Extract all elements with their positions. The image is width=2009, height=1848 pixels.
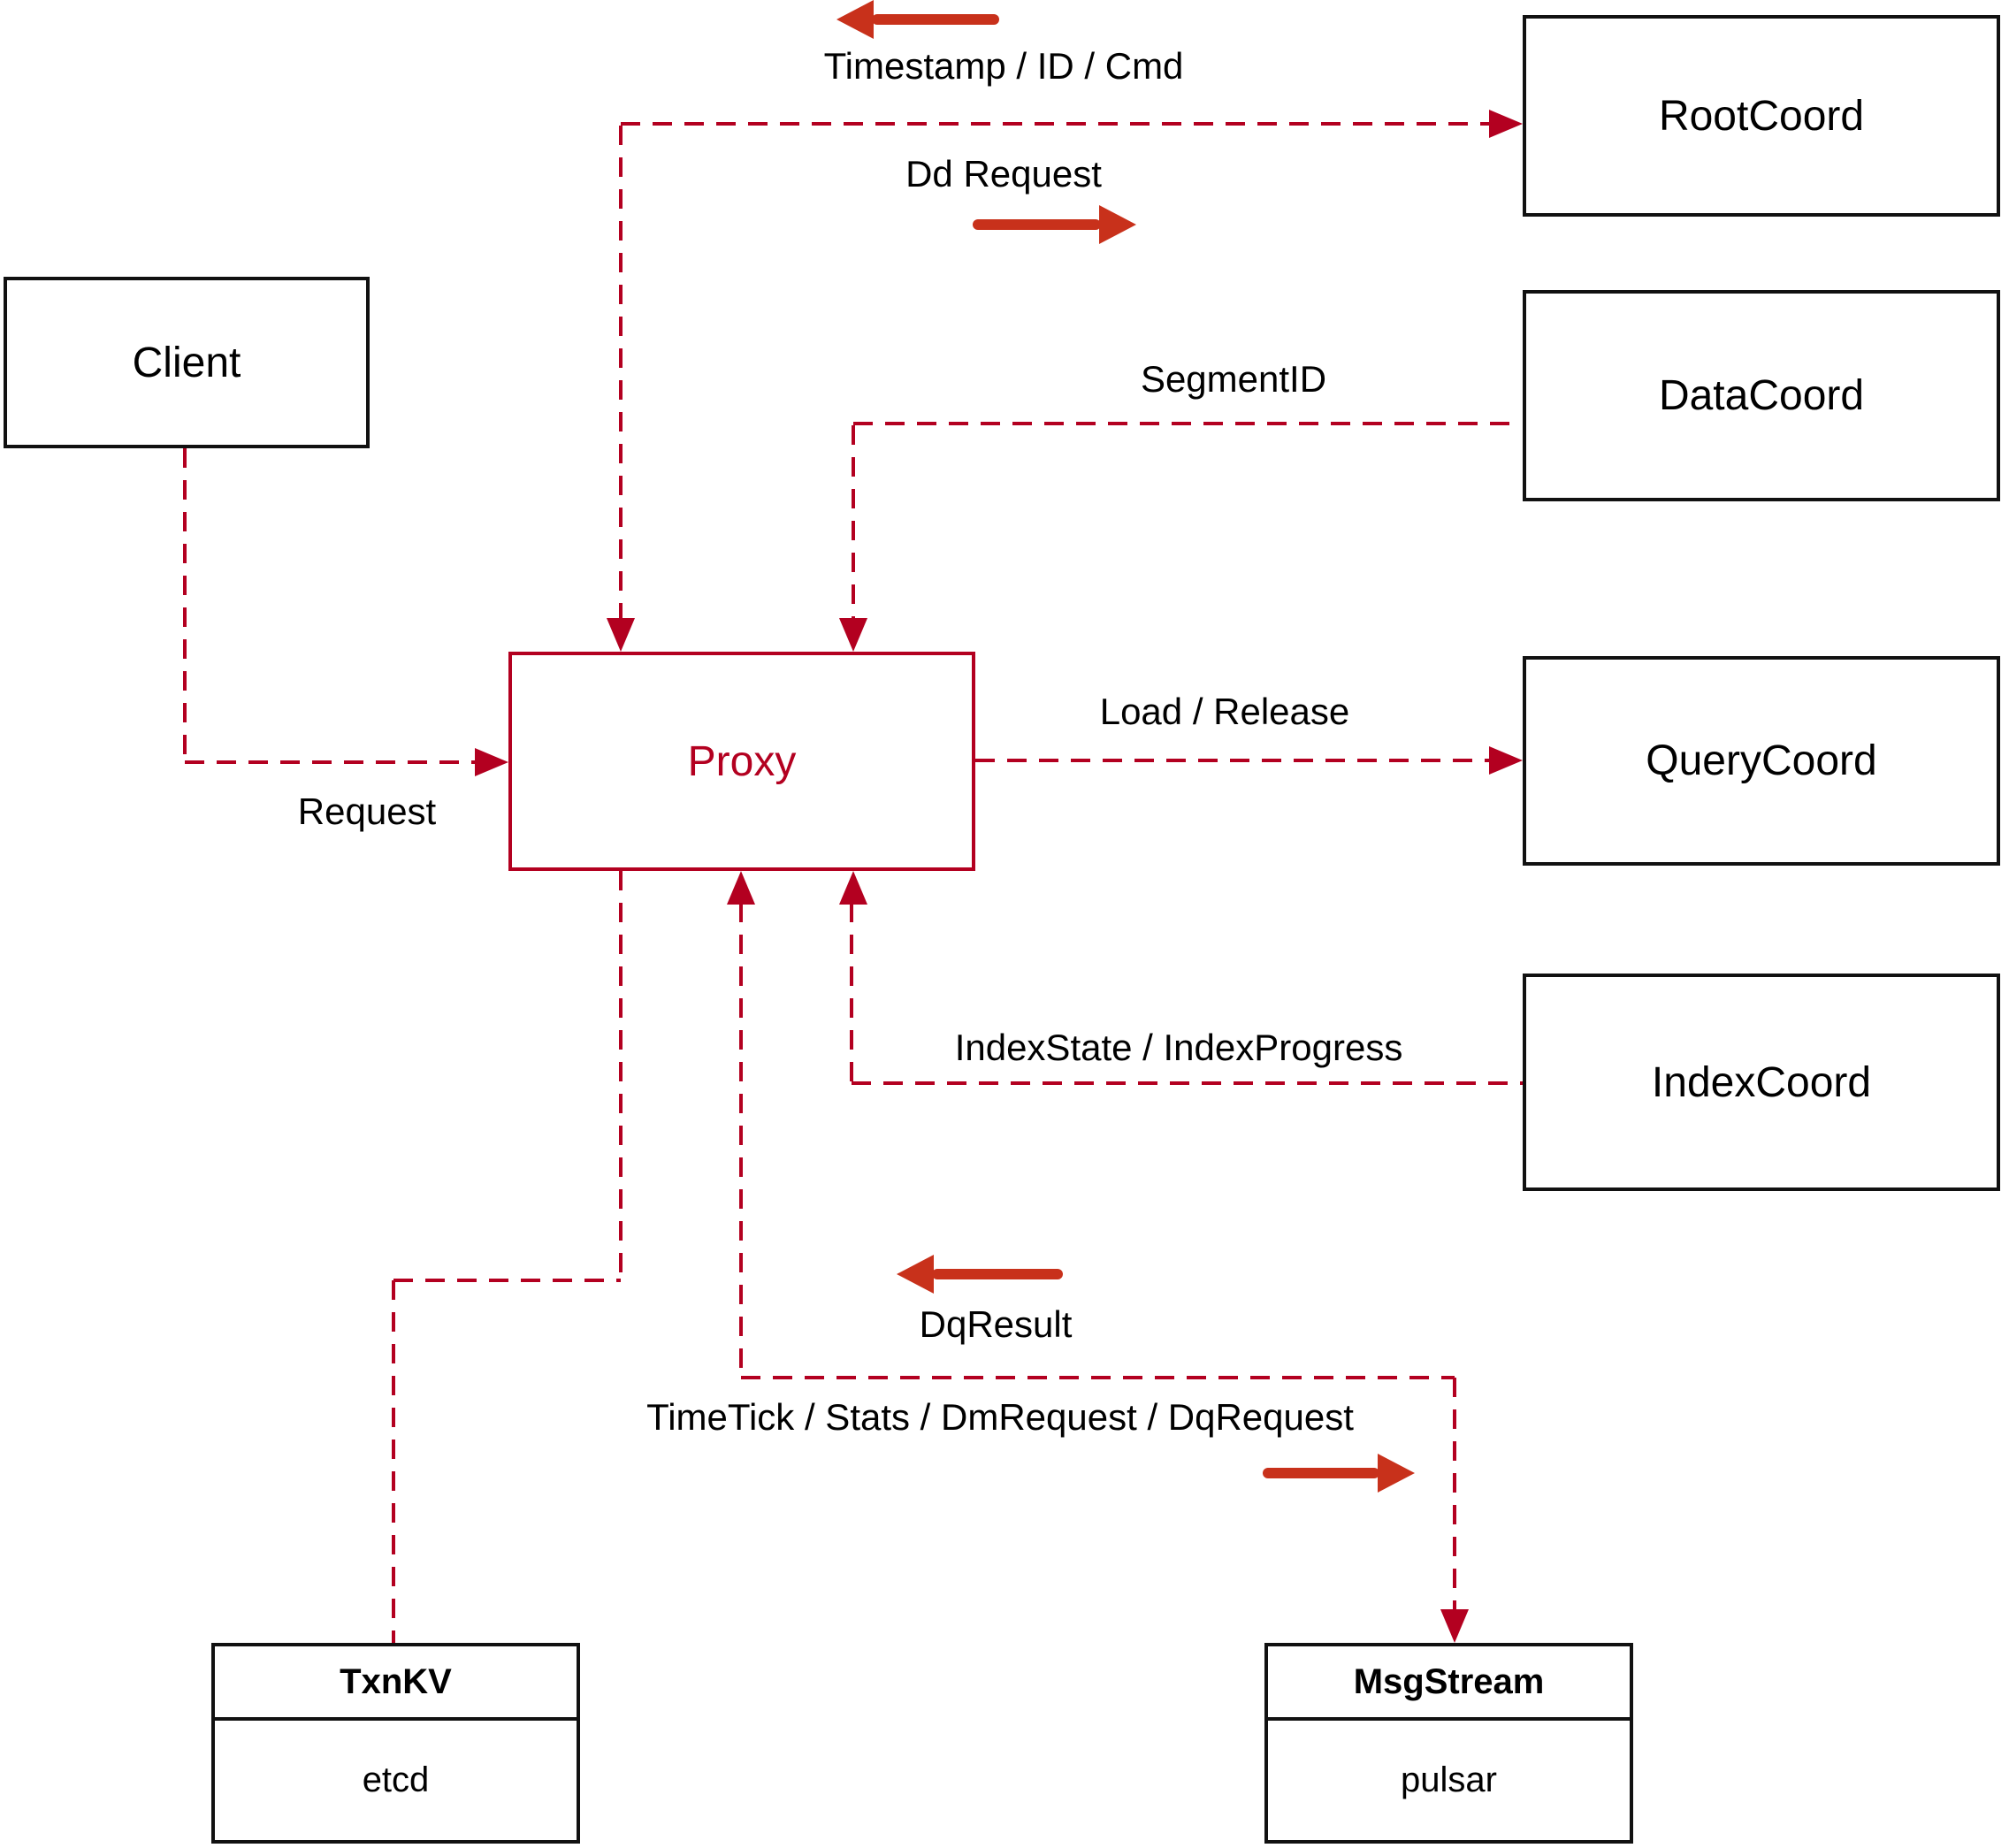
- node-querycoord-label: QueryCoord: [1646, 737, 1877, 784]
- node-querycoord: QueryCoord: [1523, 656, 2000, 866]
- node-indexcoord: IndexCoord: [1523, 974, 2000, 1191]
- edge-label-dd-request: Dd Request: [905, 153, 1102, 195]
- edge-indexcoord-proxy-vertical: [850, 903, 853, 1083]
- arrowhead-into-msgstream: [1440, 1609, 1469, 1643]
- arrowhead-into-proxy-bottom-right: [839, 871, 867, 905]
- edge-proxy-msgstream-vertical-upper: [739, 903, 743, 1378]
- direction-arrow-timetick-icon: [1378, 1454, 1415, 1493]
- edge-proxy-txnkv-horizontal: [393, 1279, 621, 1282]
- node-rootcoord-label: RootCoord: [1658, 92, 1865, 140]
- edge-proxy-msgstream-vertical-lower: [1453, 1378, 1456, 1611]
- node-msgstream: MsgStream pulsar: [1264, 1643, 1633, 1844]
- edge-proxy-rootcoord-vertical: [619, 126, 623, 620]
- edge-label-request: Request: [297, 790, 437, 832]
- edge-label-dq-result: DqResult: [919, 1303, 1073, 1345]
- node-msgstream-impl: pulsar: [1401, 1760, 1497, 1799]
- edge-datacoord-proxy-horizontal: [853, 422, 1521, 425]
- arrowhead-into-proxy-top-left: [607, 618, 635, 652]
- direction-arrow-left-icon: [836, 0, 874, 39]
- edge-label-timetick-stats: TimeTick / Stats / DmRequest / DqRequest: [646, 1396, 1354, 1438]
- node-datacoord: DataCoord: [1523, 290, 2000, 501]
- edge-proxy-txnkv-vertical-lower: [392, 1280, 395, 1643]
- direction-arrow-dqresult-icon: [897, 1255, 934, 1294]
- node-client-label: Client: [132, 339, 241, 386]
- direction-arrow-right-icon: [1099, 205, 1136, 244]
- edge-client-proxy-horizontal: [185, 760, 477, 764]
- node-indexcoord-label: IndexCoord: [1651, 1058, 1872, 1106]
- edge-proxy-msgstream-horizontal: [741, 1376, 1455, 1379]
- arrowhead-into-proxy-top-right: [839, 618, 867, 652]
- node-proxy-label: Proxy: [687, 737, 797, 785]
- edge-datacoord-proxy-vertical: [852, 425, 855, 620]
- edge-label-load-release: Load / Release: [1099, 691, 1350, 732]
- edge-indexcoord-proxy-horizontal: [852, 1081, 1523, 1085]
- arrowhead-into-proxy-left: [475, 748, 508, 776]
- edge-label-segment-id: SegmentID: [1140, 358, 1327, 400]
- node-proxy: Proxy: [508, 652, 975, 871]
- arrowhead-into-querycoord: [1489, 746, 1523, 775]
- edge-label-timestamp-id-cmd: Timestamp / ID / Cmd: [823, 45, 1184, 87]
- node-msgstream-title: MsgStream: [1268, 1646, 1630, 1721]
- node-txnkv-title: TxnKV: [215, 1646, 577, 1721]
- direction-arrow-right-shaft: [973, 219, 1101, 230]
- arrowhead-into-rootcoord: [1489, 110, 1523, 138]
- node-datacoord-label: DataCoord: [1658, 372, 1865, 419]
- edge-proxy-rootcoord-horizontal: [621, 122, 1491, 126]
- direction-arrow-dqresult-shaft: [932, 1269, 1063, 1279]
- node-rootcoord: RootCoord: [1523, 15, 2000, 217]
- edge-label-index-state-progress: IndexState / IndexProgress: [954, 1027, 1403, 1068]
- direction-arrow-timetick-shaft: [1263, 1468, 1379, 1478]
- direction-arrow-left-shaft: [872, 14, 999, 25]
- node-client: Client: [4, 277, 370, 448]
- edge-client-proxy-vertical: [183, 448, 187, 762]
- node-txnkv: TxnKV etcd: [211, 1643, 580, 1844]
- edge-proxy-querycoord-horizontal: [975, 759, 1491, 762]
- node-txnkv-impl: etcd: [362, 1760, 430, 1799]
- arrowhead-into-proxy-bottom-left: [727, 871, 755, 905]
- edge-proxy-txnkv-vertical-upper: [619, 871, 623, 1280]
